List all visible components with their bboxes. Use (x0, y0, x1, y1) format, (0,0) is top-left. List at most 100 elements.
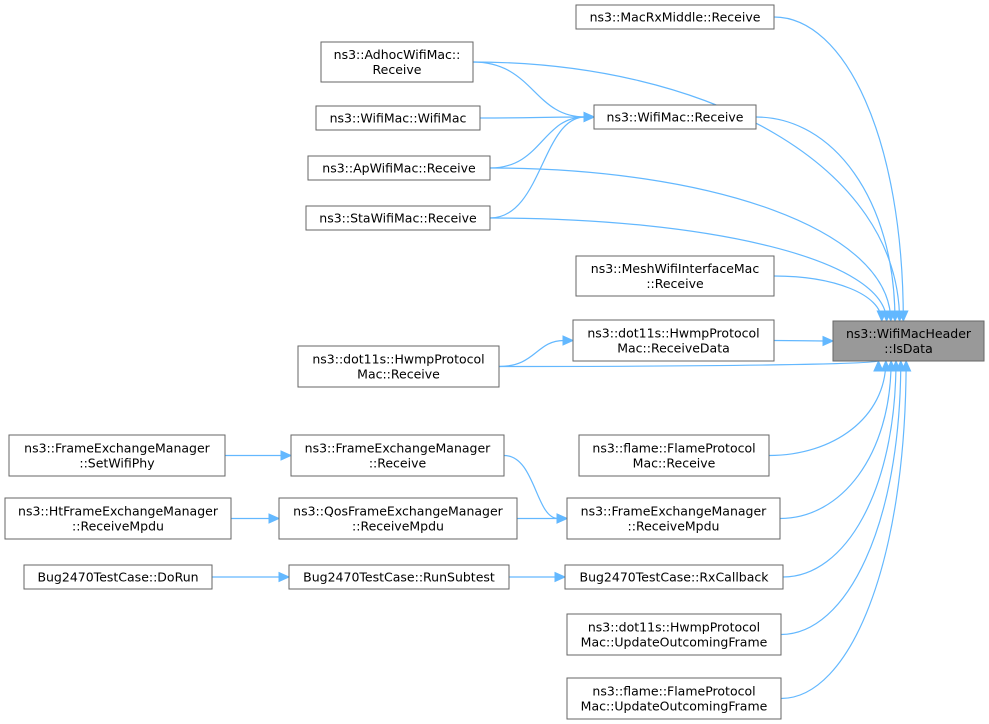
edge-bugdorun-to-bugrunsubtest (212, 571, 291, 583)
edge-mesh-to-root (773, 275, 888, 323)
arrowhead (876, 310, 888, 323)
node-label-line: Bug2470TestCase::RxCallback (580, 570, 770, 585)
edge-flameupdate-to-root (780, 359, 912, 700)
node-hwmpupdate[interactable]: ns3::dot11s::HwmpProtocolMac::UpdateOutc… (566, 613, 782, 656)
edge-hwmpreceive-to-root (498, 359, 884, 372)
node-label-line: ns3::flame::FlameProtocol (592, 684, 755, 699)
node-femsetwifiphy[interactable]: ns3::FrameExchangeManager::SetWifiPhy (8, 434, 226, 477)
arrowhead (900, 359, 912, 372)
node-label-line: ::Receive (369, 456, 427, 471)
edge-sta-to-wifimacreceive (489, 111, 596, 219)
node-label-line: ns3::dot11s::HwmpProtocol (587, 326, 759, 341)
node-label-line: ::ReceiveMpdu (628, 519, 720, 534)
node-adhoc[interactable]: ns3::AdhocWifiMac::Receive (320, 41, 474, 83)
node-bugrxcallback[interactable]: Bug2470TestCase::RxCallback (564, 564, 784, 590)
node-mesh[interactable]: ns3::MeshWifiInterfaceMac::Receive (575, 255, 775, 297)
node-label-line: ns3::FrameExchangeManager (581, 504, 767, 519)
node-box (578, 434, 770, 477)
node-bugdorun[interactable]: Bug2470TestCase::DoRun (23, 564, 213, 590)
arrowhead (556, 513, 569, 524)
arrowhead (280, 450, 293, 461)
edges-layer (212, 16, 912, 700)
node-box (564, 564, 784, 590)
node-femreceivempdu[interactable]: ns3::FrameExchangeManager::ReceiveMpdu (566, 497, 781, 540)
node-box (278, 497, 518, 540)
node-macrxmiddle[interactable]: ns3::MacRxMiddle::Receive (575, 4, 775, 30)
node-label-line: ns3::WifiMacHeader (846, 326, 972, 341)
node-label-line: Mac::UpdateOutcomingFrame (581, 699, 768, 714)
edge-macrxmiddle-to-root (773, 16, 909, 323)
node-box (320, 41, 474, 83)
node-box (288, 564, 510, 590)
edge-ap-to-wifimacreceive (489, 111, 596, 169)
node-box (4, 497, 232, 540)
edge-hwmpreceive-to-hwmpreceivedata (498, 335, 575, 368)
arrowhead (583, 111, 596, 123)
node-label-line: Mac::Receive (633, 456, 716, 471)
node-ap[interactable]: ns3::ApWifiMac::Receive (307, 155, 491, 181)
node-label-line: ns3::StaWifiMac::Receive (319, 211, 477, 226)
node-wifimacwifimac[interactable]: ns3::WifiMac::WifiMac (315, 105, 481, 131)
arrowhead (822, 335, 835, 347)
node-label-line: ns3::dot11s::HwmpProtocol (588, 620, 760, 635)
node-label-line: ns3::FrameExchangeManager (24, 441, 210, 456)
node-qosfem[interactable]: ns3::QosFrameExchangeManager::ReceiveMpd… (278, 497, 518, 540)
node-box (290, 434, 505, 477)
node-label-line: Mac::Receive (357, 367, 440, 382)
node-label-line: ns3::WifiMac::Receive (607, 110, 744, 125)
node-hwmpreceivedata[interactable]: ns3::dot11s::HwmpProtocolMac::ReceiveDat… (572, 319, 775, 362)
node-bugrunsubtest[interactable]: Bug2470TestCase::RunSubtest (288, 564, 510, 590)
node-box (566, 613, 782, 656)
node-femreceive[interactable]: ns3::FrameExchangeManager::Receive (290, 434, 505, 477)
node-label-line: ns3::AdhocWifiMac:: (334, 47, 461, 62)
edge-bugrxcallback-to-root (782, 359, 902, 578)
node-label-line: Receive (373, 62, 422, 77)
node-htfem[interactable]: ns3::HtFrameExchangeManager::ReceiveMpdu (4, 497, 232, 540)
node-label-line: ::IsData (884, 341, 932, 356)
node-wifimacreceive[interactable]: ns3::WifiMac::Receive (593, 104, 757, 130)
node-label-line: ::Receive (646, 276, 704, 291)
arrowhead (873, 359, 884, 372)
edge-bugrunsubtest-to-bugrxcallback (509, 571, 567, 583)
node-flameupdate[interactable]: ns3::flame::FlameProtocolMac::UpdateOutc… (566, 677, 782, 720)
edge-qosfem-to-femreceivempdu (516, 513, 569, 524)
edge-hwmpupdate-to-root (780, 359, 907, 636)
arrowhead (554, 571, 567, 583)
node-label-line: ns3::QosFrameExchangeManager (293, 504, 503, 519)
edge-wifimacreceive-to-root (755, 116, 901, 323)
node-label-line: Mac::UpdateOutcomingFrame (581, 635, 768, 650)
node-box (593, 104, 757, 130)
edge-femreceivempdu-to-root (779, 359, 897, 520)
node-box (575, 4, 775, 30)
node-box (566, 497, 781, 540)
node-box (832, 320, 985, 362)
node-label-line: ns3::dot11s::HwmpProtocol (312, 352, 484, 367)
node-label-line: Bug2470TestCase::DoRun (37, 570, 198, 585)
node-box (23, 564, 213, 590)
node-label-line: ns3::ApWifiMac::Receive (322, 161, 476, 176)
edge-femsetwifiphy-to-femreceive (224, 450, 293, 461)
node-sta[interactable]: ns3::StaWifiMac::Receive (305, 205, 491, 231)
node-box (566, 677, 782, 720)
node-label-line: Mac::ReceiveData (617, 341, 730, 356)
node-box (297, 345, 500, 388)
node-label-line: Bug2470TestCase::RunSubtest (303, 570, 495, 585)
node-label-line: ns3::flame::FlameProtocol (592, 441, 755, 456)
edge-ap-to-root (489, 167, 897, 323)
arrowhead (562, 335, 575, 346)
node-box (575, 255, 775, 297)
node-box (572, 319, 775, 362)
arrowhead (268, 513, 281, 524)
edge-hwmpreceivedata-to-root (773, 335, 835, 347)
edge-flamereceive-to-root (768, 359, 892, 457)
edge-wifimacwifimac-to-wifimacreceive (479, 111, 596, 123)
node-label-line: ::ReceiveMpdu (72, 519, 164, 534)
node-label-line: ns3::FrameExchangeManager (305, 441, 491, 456)
nodes-layer: ns3::WifiMacHeader::IsData ns3::MacRxMidd… (4, 4, 985, 720)
node-root[interactable]: ns3::WifiMacHeader::IsData (832, 320, 985, 362)
arrowhead (278, 571, 291, 583)
node-label-line: ns3::MacRxMiddle::Receive (590, 10, 761, 25)
